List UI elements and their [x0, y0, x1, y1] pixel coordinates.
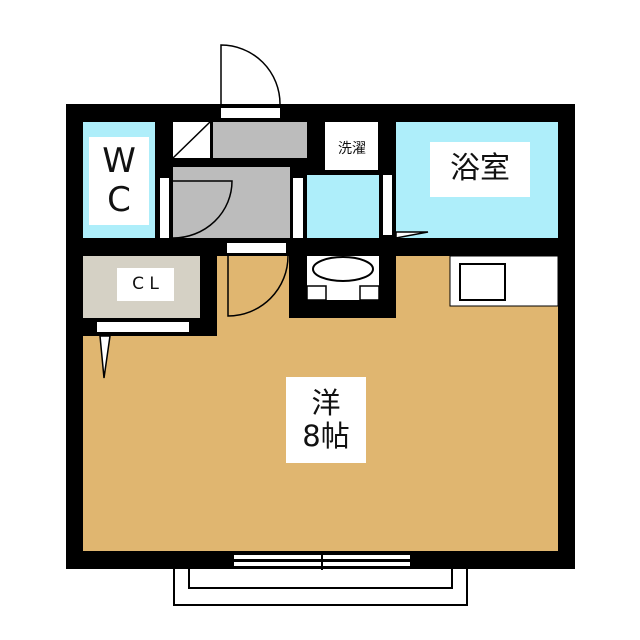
western-room-type: 洋	[311, 385, 341, 420]
entrance-door-swing	[220, 44, 281, 105]
wc-label-line1: W	[102, 140, 136, 181]
closet-door-marker	[99, 335, 111, 379]
closet-door	[97, 322, 189, 332]
bath-door	[383, 175, 392, 235]
wc-label-line2: C	[107, 180, 131, 220]
washroom-area	[307, 175, 379, 240]
washroom-door	[293, 178, 303, 238]
room-door[interactable]	[227, 243, 286, 253]
wc-label: W C	[89, 137, 149, 225]
hall-upper	[213, 122, 307, 158]
hall-lower	[173, 167, 290, 238]
wc-door	[160, 178, 169, 238]
room-door-swing	[227, 255, 289, 317]
western-room-label: 洋 8帖	[286, 377, 366, 463]
closet-label: C L	[117, 268, 174, 301]
washer-label: 洗濯	[328, 137, 376, 161]
kitchen-sink	[459, 263, 506, 301]
entrance-door[interactable]	[221, 108, 280, 118]
western-room-size: 8帖	[302, 419, 350, 453]
wc-door-swing	[172, 180, 233, 239]
bath-label: 浴室	[430, 142, 530, 197]
balcony	[173, 569, 468, 606]
